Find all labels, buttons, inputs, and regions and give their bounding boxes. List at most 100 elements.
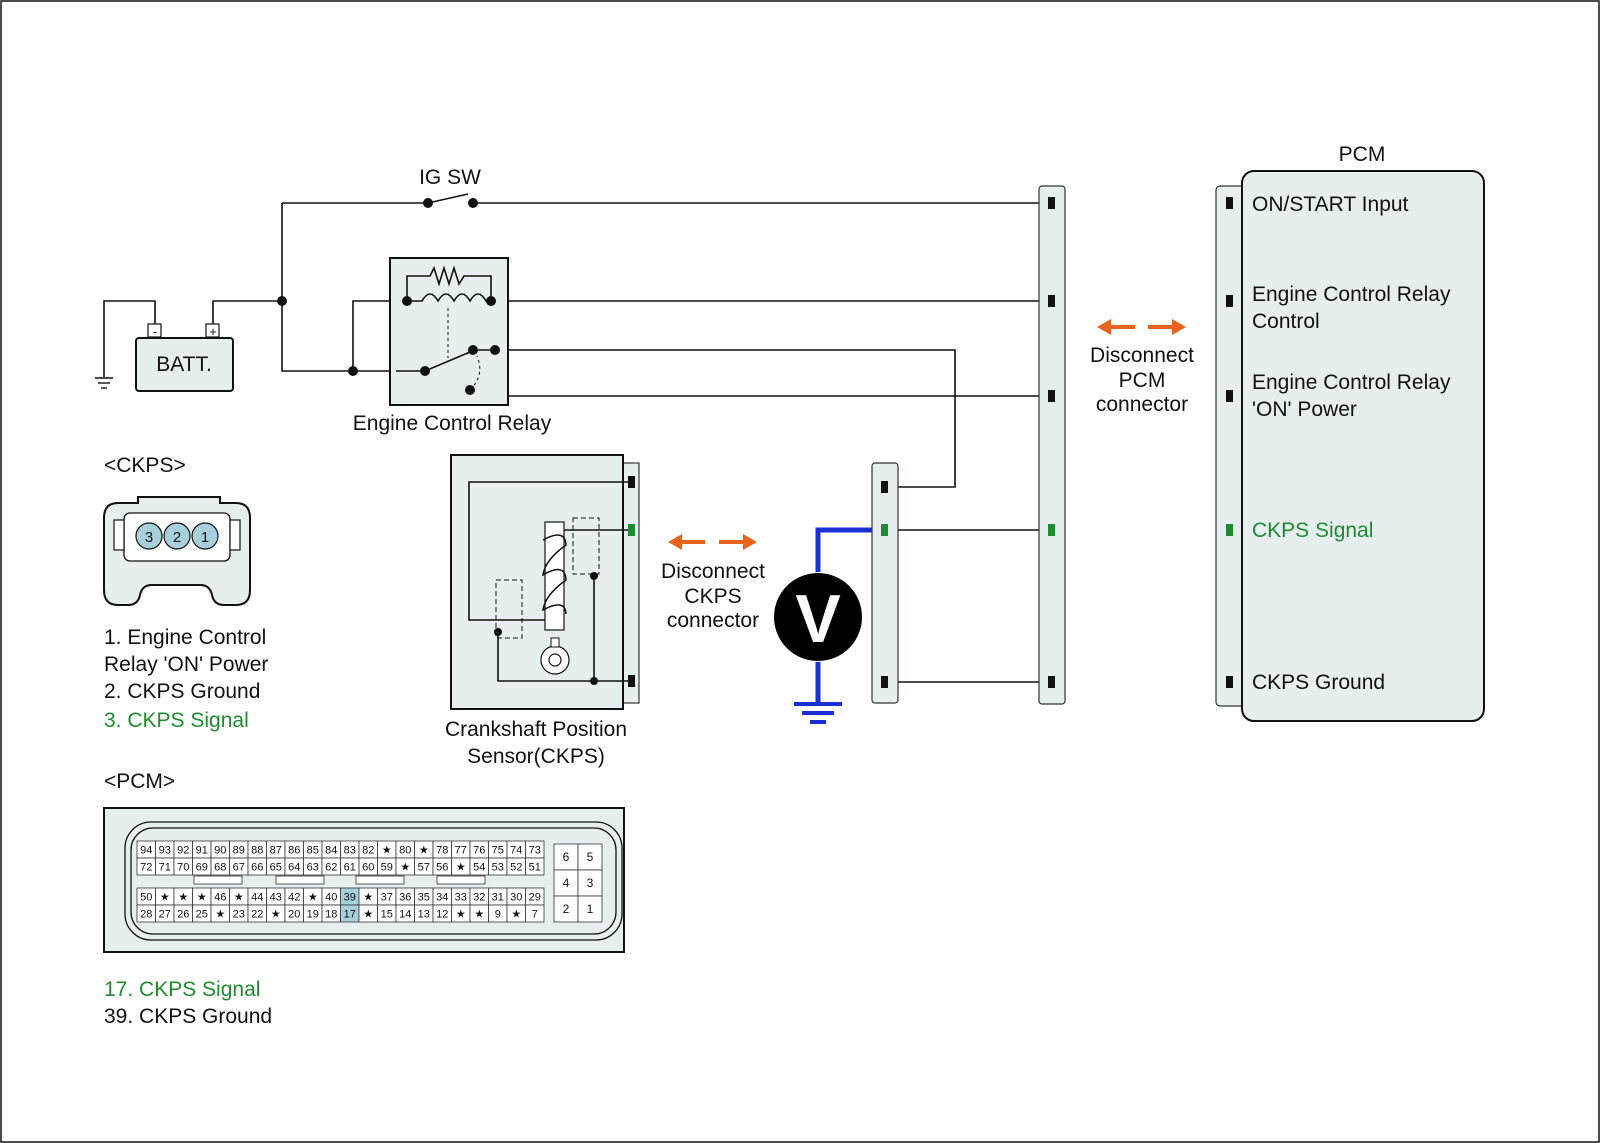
pcm-pin-label: ★: [456, 909, 466, 921]
battery-ground-icon: [95, 300, 156, 389]
pcm-pin-label: 80: [399, 845, 411, 857]
voltmeter[interactable]: V: [774, 527, 885, 724]
ckps-legend-signal: 3. CKPS Signal: [104, 709, 249, 732]
ckps-header: <CKPS>: [104, 454, 186, 477]
pcm-pin-label: 65: [270, 862, 282, 874]
pcm-pin-label: 20: [288, 909, 300, 921]
pcm-pin-label: 84: [325, 845, 337, 857]
crankshaft-position-sensor: Crankshaft Position Sensor(CKPS): [445, 454, 640, 768]
ckps-pin-label: 3: [145, 529, 153, 546]
pcm-pin-label: 14: [399, 909, 411, 921]
pcm-pin-label: 29: [529, 892, 541, 904]
pcm-pin-label: ★: [400, 862, 410, 874]
pcm-pin-label: 39: [344, 892, 356, 904]
pcm-pin-label: 69: [196, 862, 208, 874]
pcm-header: <PCM>: [104, 770, 175, 793]
pcm-pin-label: 23: [233, 909, 245, 921]
ckps-legend-line: 2. CKPS Ground: [104, 680, 260, 703]
pcm-pin-label: 75: [492, 845, 504, 857]
pcm-pin-label: 71: [159, 862, 171, 874]
pcm-pin-label: 12: [436, 909, 448, 921]
pcm-pin-label: ★: [178, 892, 188, 904]
relay-label: Engine Control Relay: [353, 412, 552, 435]
pcm-pin-label: 25: [196, 909, 208, 921]
ckps-connector-icon: 3 2 1: [103, 496, 251, 606]
ckps-legend-line: Relay 'ON' Power: [104, 653, 268, 676]
pcm-pin-label: 42: [288, 892, 300, 904]
pcm-pin-label: 90: [214, 845, 226, 857]
pcm-pin-label: 70: [177, 862, 189, 874]
pcm-pin-label: 78: [436, 845, 448, 857]
pcm-pin-label: 77: [455, 845, 467, 857]
pcm-pin-label: 63: [307, 862, 319, 874]
junction-node: [277, 296, 287, 306]
pcm-pin-label: ★: [456, 862, 466, 874]
disconnect-pcm-line: PCM: [1119, 369, 1166, 392]
pcm-small-pin-label: 5: [587, 850, 594, 864]
pcm-pin-label: 31: [492, 892, 504, 904]
pcm-pin-cell: [525, 904, 545, 923]
pcm-pin-label: ★: [234, 892, 244, 904]
engine-control-relay: Engine Control Relay: [353, 257, 552, 435]
pcm-pin-label: 9: [495, 909, 501, 921]
pcm-pin-label: ★: [363, 892, 373, 904]
pcm-pin-label: ★: [382, 845, 392, 857]
pcm-pin-label: 15: [381, 909, 393, 921]
pcm-pin-label: ★: [215, 909, 225, 921]
pcm-pin-label: ★: [474, 909, 484, 921]
ckps-legend: 1. Engine Control Relay 'ON' Power 2. CK…: [104, 626, 268, 732]
pcm-pin-cell: [525, 857, 545, 876]
disconnect-ckps-line: connector: [667, 609, 759, 632]
pcm-pin-label: 7: [532, 909, 538, 921]
pcm-pin-label: 61: [344, 862, 356, 874]
pcm-pin-label: 66: [251, 862, 263, 874]
pcm-pin-label: 30: [510, 892, 522, 904]
disconnect-pcm-line: Disconnect: [1090, 344, 1194, 367]
pcm-pin-label: 27: [159, 909, 171, 921]
pcm-small-pin-cell: [553, 895, 579, 923]
pcm-pin-label: 13: [418, 909, 430, 921]
pcm-small-pin-label: 4: [563, 876, 570, 890]
pcm-ecr-control-label: Engine Control Relay: [1252, 283, 1451, 306]
pcm-pin-label: 32: [473, 892, 485, 904]
pcm-pin-label: 57: [418, 862, 430, 874]
pcm-pin-label: 40: [325, 892, 337, 904]
pcm-pin-label: 91: [196, 845, 208, 857]
pcm-pin-label: 67: [233, 862, 245, 874]
pcm-pin-label: 93: [159, 845, 171, 857]
pcm-pin-label: ★: [197, 892, 207, 904]
pcm-pin-label: 86: [288, 845, 300, 857]
pcm-pin-label: 36: [399, 892, 411, 904]
pcm-pin-label: 74: [510, 845, 522, 857]
ig-switch[interactable]: IG SW: [419, 166, 481, 208]
pcm-module: PCM ON/START Input Engine Control Relay …: [1215, 143, 1485, 722]
pcm-pin-label: 89: [233, 845, 245, 857]
disconnect-pcm-arrows-icon: [1097, 319, 1186, 335]
sensor-label-line2: Sensor(CKPS): [467, 745, 605, 768]
pcm-key-tab: [355, 875, 405, 885]
voltmeter-label: V: [795, 581, 840, 657]
pcm-small-pin-cell: [577, 895, 603, 923]
pcm-pin-label: 44: [251, 892, 263, 904]
pcm-pin-label: 62: [325, 862, 337, 874]
ckps-harness-connector: [871, 462, 899, 704]
pcm-pin-label: 60: [362, 862, 374, 874]
pcm-key-tab: [436, 875, 486, 885]
pcm-pin-label: 85: [307, 845, 319, 857]
pcm-legend-signal: 17. CKPS Signal: [104, 978, 260, 1001]
pcm-pin-label: 82: [362, 845, 374, 857]
pcm-pin-label: 46: [214, 892, 226, 904]
pcm-ecr-power-label: Engine Control Relay: [1252, 371, 1451, 394]
pcm-small-pin-label: 2: [563, 902, 570, 916]
pcm-pin-label: 87: [270, 845, 282, 857]
pcm-small-pin-cell: [577, 843, 603, 871]
pcm-pin-label: 92: [177, 845, 189, 857]
pcm-small-pin-label: 1: [587, 902, 594, 916]
pcm-pin-label: 76: [473, 845, 485, 857]
pcm-pin-label: ★: [271, 909, 281, 921]
pcm-pin-label: 37: [381, 892, 393, 904]
pcm-small-pin-cell: [553, 869, 579, 897]
